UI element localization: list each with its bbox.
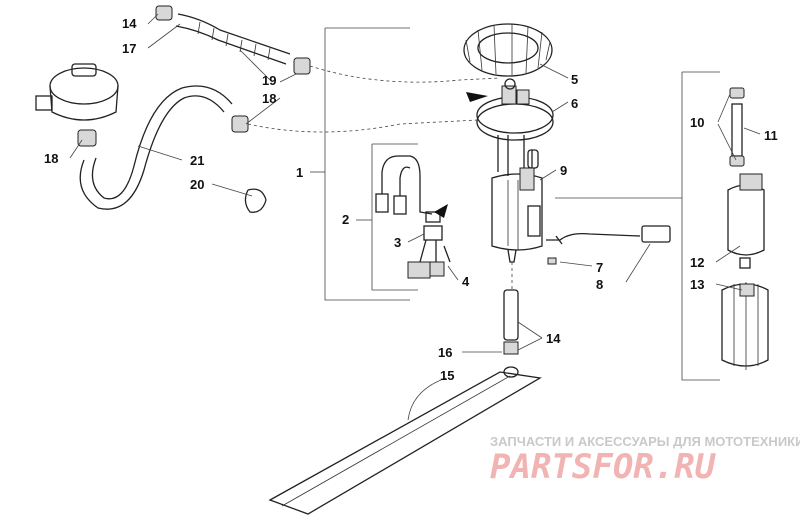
leader-12 xyxy=(715,245,741,263)
watermark-brand: PARTSFOR.RU xyxy=(490,447,717,487)
vent-hose xyxy=(79,85,479,213)
leader-15 xyxy=(407,377,447,421)
watermark-tagline: ЗАПЧАСТИ И АКСЕССУАРЫ ДЛЯ МОТОТЕХНИКИ xyxy=(490,434,800,449)
callout-20: 20 xyxy=(190,177,204,192)
callout-21: 21 xyxy=(190,153,204,168)
pickup-tube xyxy=(503,289,519,378)
callout-19: 19 xyxy=(262,73,276,88)
callout-17: 17 xyxy=(122,41,136,56)
pump-flange xyxy=(466,78,554,141)
callout-5: 5 xyxy=(571,72,578,87)
fuel-pump-assembly xyxy=(491,135,543,290)
callout-9: 9 xyxy=(560,163,567,178)
callout-14-bottom: 14 xyxy=(546,331,561,346)
callout-2: 2 xyxy=(342,212,349,227)
callout-18-left: 18 xyxy=(44,151,58,166)
callout-7: 7 xyxy=(596,260,603,275)
callout-4: 4 xyxy=(462,274,470,289)
callout-8: 8 xyxy=(596,277,603,292)
callout-1: 1 xyxy=(296,165,303,180)
leader-13 xyxy=(715,283,743,291)
callout-3: 3 xyxy=(394,235,401,250)
fuel-hose-upper xyxy=(155,5,501,83)
leader-4 xyxy=(447,265,459,281)
callout-14-top: 14 xyxy=(122,16,137,31)
leader-19 xyxy=(239,49,271,81)
leader-14b xyxy=(517,321,543,351)
callout-16: 16 xyxy=(438,345,452,360)
leader-3 xyxy=(407,233,425,243)
vent-valve xyxy=(35,63,119,147)
callout-12: 12 xyxy=(690,255,704,270)
callout-18-mid: 18 xyxy=(262,91,276,106)
callout-6: 6 xyxy=(571,96,578,111)
bracket-1 xyxy=(324,27,410,301)
sender-wire xyxy=(546,225,671,265)
retaining-ring xyxy=(463,23,553,77)
leader-18c xyxy=(69,139,83,159)
leader-18a xyxy=(279,73,297,83)
leader-7 xyxy=(559,261,593,267)
callout-10: 10 xyxy=(690,115,704,130)
bracket-2 xyxy=(371,143,418,291)
leader-14a xyxy=(147,13,159,25)
leader-5 xyxy=(539,63,569,79)
leader-20 xyxy=(211,183,253,197)
fuel-pump-detail xyxy=(721,87,769,370)
leader-8 xyxy=(625,243,651,283)
callout-11: 11 xyxy=(764,128,778,143)
leader-6 xyxy=(551,101,569,113)
filter-sock xyxy=(268,371,542,515)
leader-17 xyxy=(147,23,181,49)
leader-18b xyxy=(245,97,281,125)
bracket-right xyxy=(681,71,720,381)
arrow-marker xyxy=(466,92,488,102)
wiring-harness xyxy=(375,155,451,279)
leader-9 xyxy=(539,169,557,181)
leader-11 xyxy=(743,127,761,135)
leader-21 xyxy=(137,145,183,161)
callout-15: 15 xyxy=(440,368,454,383)
callout-13: 13 xyxy=(690,277,704,292)
leader-10 xyxy=(717,93,737,161)
